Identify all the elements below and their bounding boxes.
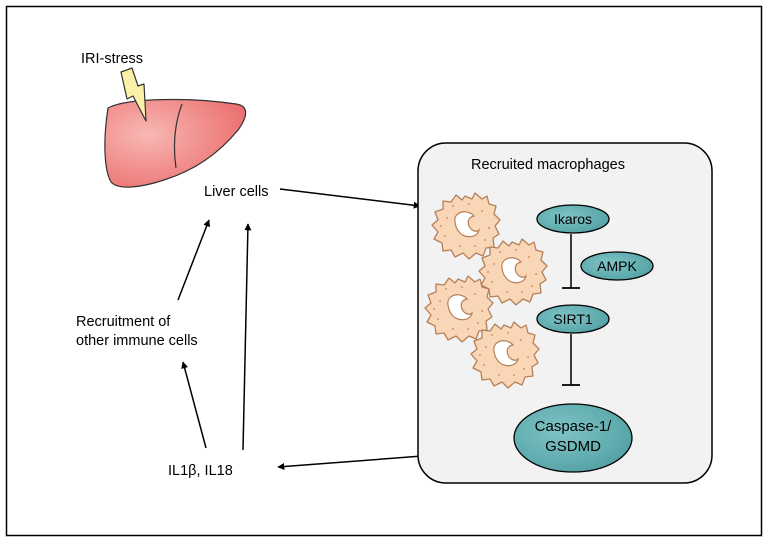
node-ampk: AMPK bbox=[580, 251, 654, 281]
liver-cells-label: Liver cells bbox=[204, 184, 268, 200]
node-caspase: Caspase-1/ GSDMD bbox=[513, 403, 633, 473]
recruitment-label-line2: other immune cells bbox=[76, 333, 198, 349]
node-caspase-label-line2: GSDMD bbox=[545, 438, 601, 455]
node-ikaros-label: Ikaros bbox=[554, 211, 592, 227]
box-title: Recruited macrophages bbox=[471, 157, 625, 173]
liver-icon bbox=[104, 98, 247, 188]
arrow-recruitment-to-liver bbox=[177, 219, 210, 301]
arrow-liver-to-macrophages bbox=[279, 188, 421, 209]
arrow-cytokines-to-recruitment bbox=[181, 361, 207, 449]
lightning-icon bbox=[120, 67, 147, 122]
cytokines-label: IL1β, IL18 bbox=[168, 463, 233, 479]
recruitment-label-line1: Recruitment of bbox=[76, 314, 171, 330]
iri-stress-label: IRI-stress bbox=[81, 51, 143, 67]
inhibit-ikaros-sirt1 bbox=[562, 234, 580, 289]
node-ampk-label: AMPK bbox=[597, 258, 637, 274]
node-sirt1: SIRT1 bbox=[536, 304, 610, 334]
figure-frame bbox=[5, 5, 763, 537]
arrow-cytokines-to-liver bbox=[242, 223, 252, 451]
inhibit-sirt1-caspase bbox=[562, 334, 580, 386]
node-sirt1-label: SIRT1 bbox=[553, 311, 593, 327]
node-ikaros: Ikaros bbox=[536, 204, 610, 234]
node-caspase-label-line1: Caspase-1/ bbox=[535, 418, 613, 435]
